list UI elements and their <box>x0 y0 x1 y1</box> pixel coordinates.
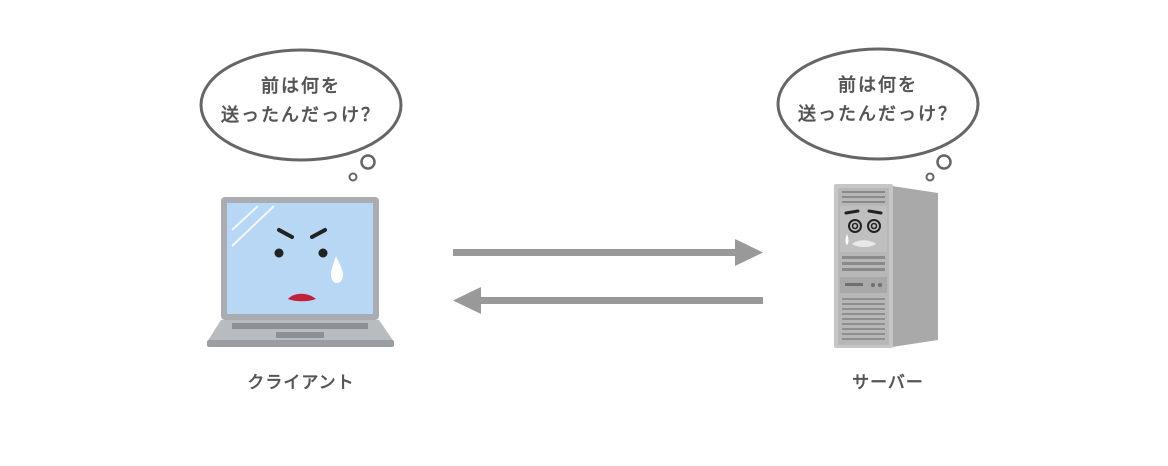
server-icon <box>834 184 938 348</box>
server-thought-line2: 送ったんだっけ？ <box>798 104 958 125</box>
server-lower-vents <box>842 298 885 340</box>
client-face <box>274 228 343 302</box>
server-thought-bubble <box>776 47 980 182</box>
client-thought-text: 前は何を 送ったんだっけ？ <box>201 72 401 130</box>
server-thought-text: 前は何を 送ったんだっけ？ <box>778 71 978 129</box>
server-thought-line1: 前は何を <box>838 75 918 96</box>
server-top-vents <box>842 191 885 203</box>
client-thought-line1: 前は何を <box>261 76 341 97</box>
client-thought-bubble <box>199 48 403 182</box>
server-face <box>844 209 883 247</box>
client-thought-line2: 送ったんだっけ？ <box>221 105 381 126</box>
arrow-server-to-client <box>453 287 763 314</box>
server-drive-bays <box>840 256 887 293</box>
laptop-client-icon <box>207 197 394 347</box>
client-label: クライアント <box>247 373 355 393</box>
arrow-client-to-server <box>453 239 763 266</box>
server-label: サーバー <box>852 373 924 393</box>
